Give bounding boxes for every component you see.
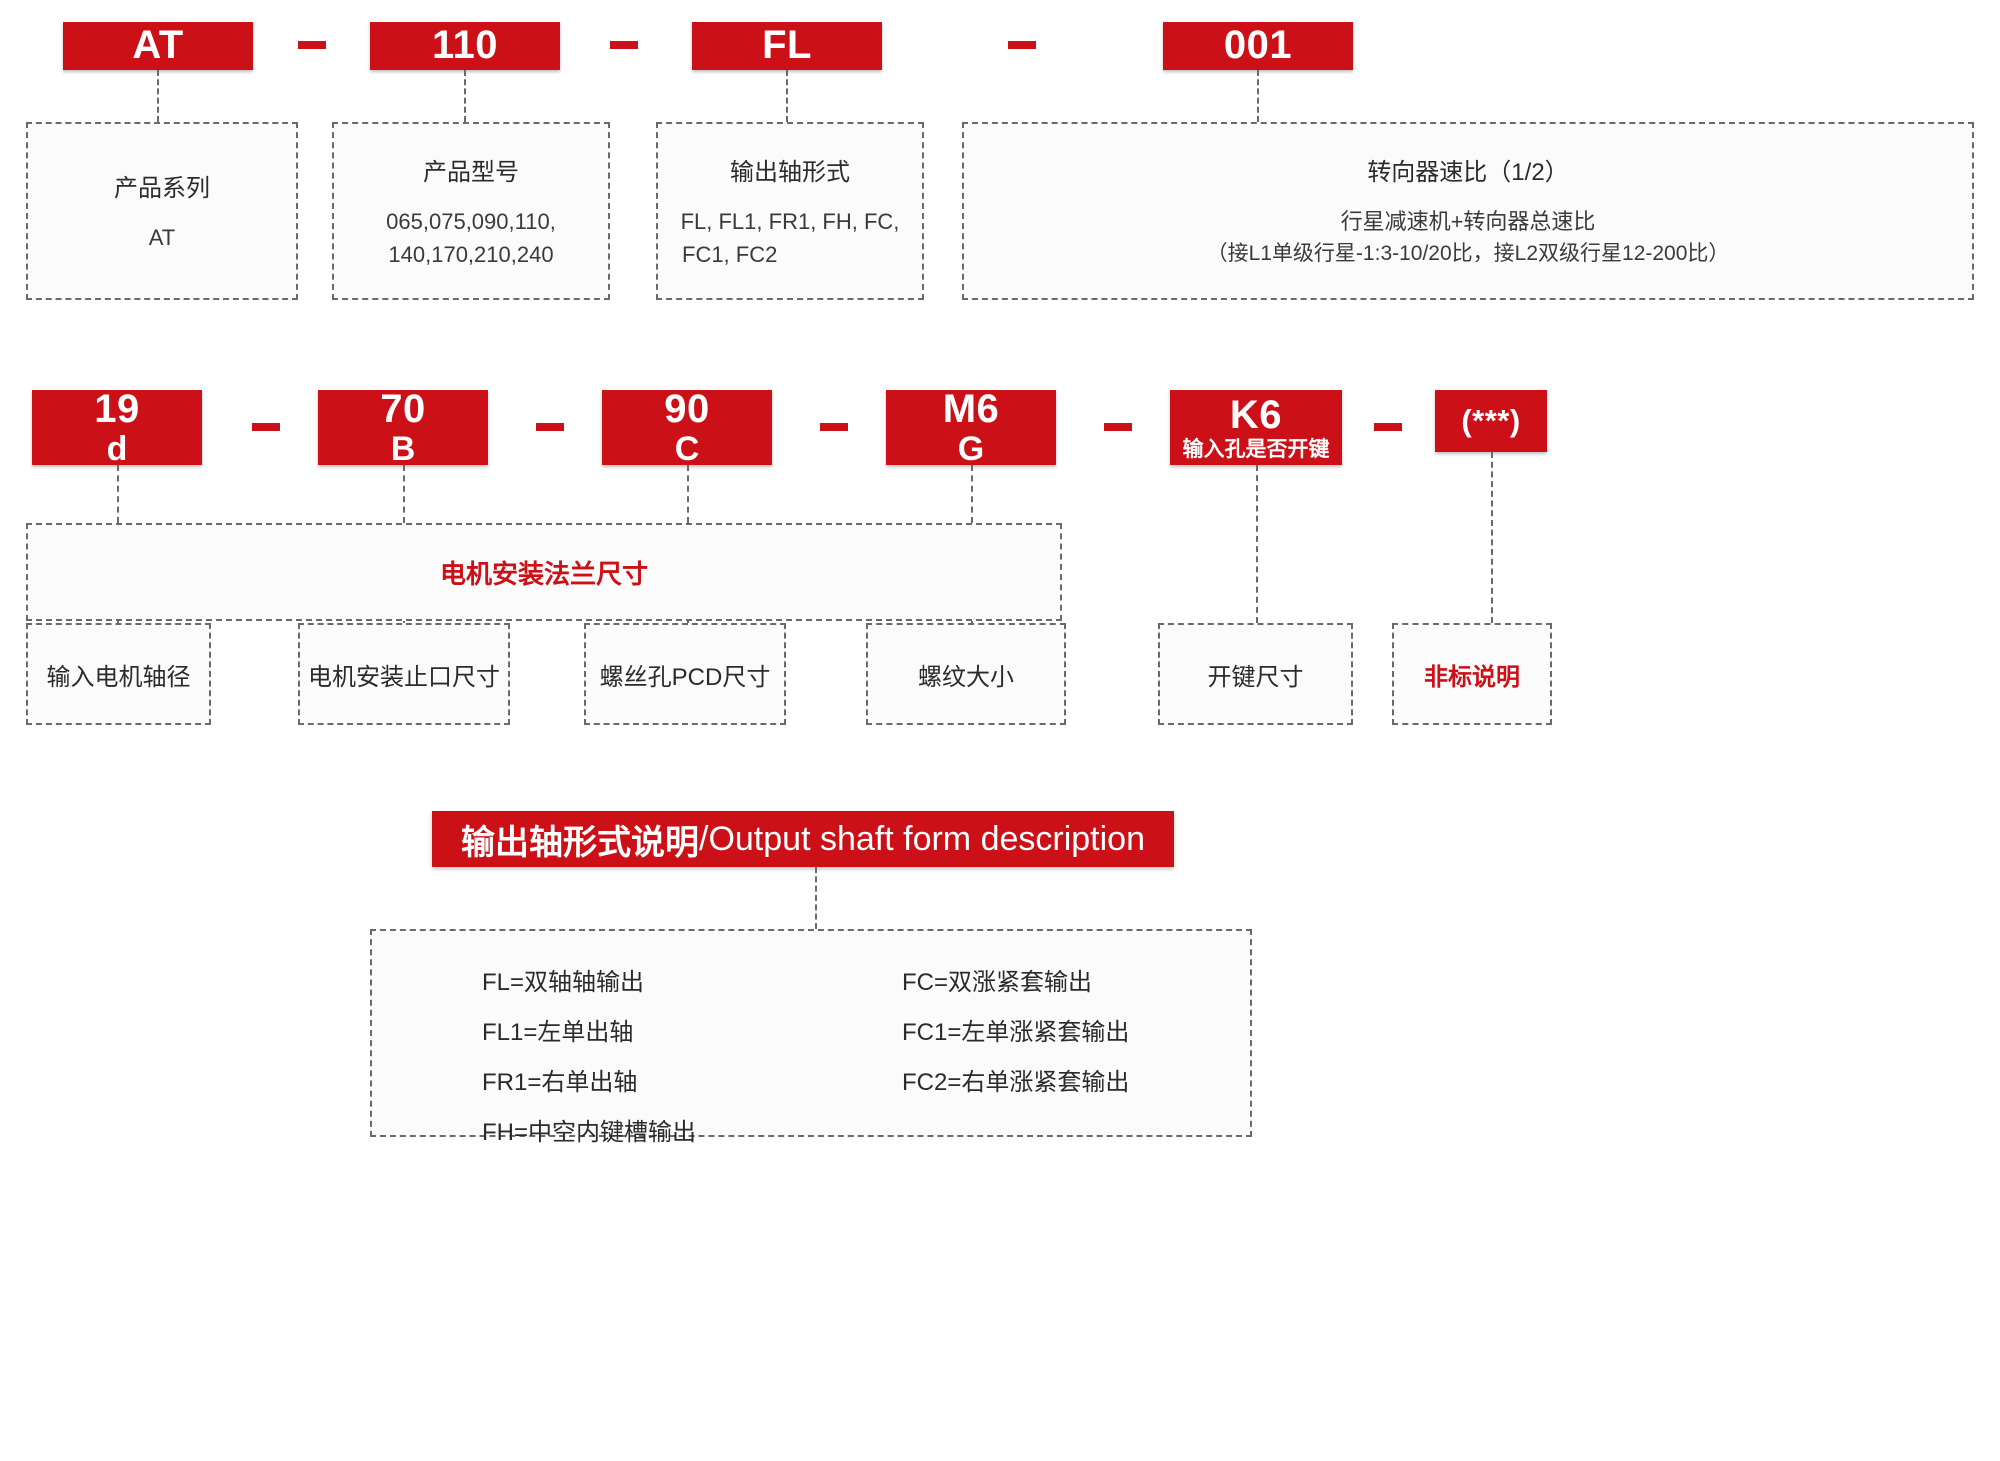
- desc-box-shaft-form: 输出轴形式 FL, FL1, FR1, FH, FC, FC1, FC2: [656, 122, 924, 300]
- code-chip-pcd-value: 90: [664, 386, 710, 431]
- connector-nonstandard: [1491, 452, 1493, 623]
- separator-dash-2: [610, 41, 638, 49]
- flange-dimension-bracket: 电机安装法兰尺寸: [26, 523, 1062, 621]
- desc-box-shaft-form-title: 输出轴形式: [730, 158, 850, 186]
- code-chip-keyway-note: 输入孔是否开键: [1182, 437, 1330, 461]
- label-box-shaft-dia-text: 输入电机轴径: [46, 663, 191, 691]
- desc-box-ratio: 转向器速比（1/2） 行星减速机+转向器总速比 （接L1单级行星-1:3-10/…: [962, 122, 1974, 300]
- connector-ratio: [1257, 70, 1259, 122]
- connector-shaft-dia: [117, 465, 119, 523]
- label-box-thread: 螺纹大小: [866, 623, 1066, 725]
- code-chip-pcd-code: C: [674, 429, 700, 468]
- label-box-thread-text: 螺纹大小: [918, 663, 1014, 691]
- connector-keyway: [1256, 465, 1258, 623]
- legend-item: FC2=右单涨紧套输出: [902, 1069, 1130, 1096]
- output-shaft-banner-title-en: /Output shaft form description: [699, 819, 1145, 858]
- connector-banner-legend: [815, 867, 817, 929]
- legend-column-right: FC=双涨紧套输出 FC1=左单涨紧套输出 FC2=右单涨紧套输出: [902, 971, 1129, 1105]
- desc-box-series-title: 产品系列: [114, 175, 210, 202]
- label-box-pcd: 螺丝孔PCD尺寸: [584, 623, 786, 725]
- code-chip-spigot[interactable]: 70 B: [318, 386, 488, 468]
- desc-box-series-value: AT: [148, 225, 176, 250]
- code-chip-model-label: 110: [431, 23, 499, 68]
- desc-box-series: 产品系列 AT: [26, 122, 298, 300]
- code-chip-shaft-dia[interactable]: 19 d: [32, 386, 202, 468]
- flange-dimension-label: 电机安装法兰尺寸: [439, 558, 648, 589]
- separator-dash-3: [1008, 41, 1036, 49]
- separator-dash-5: [536, 423, 564, 431]
- connector-series: [157, 70, 159, 122]
- code-chip-thread-code: G: [957, 429, 985, 468]
- output-shaft-banner-title-cn: 输出轴形式说明: [461, 823, 699, 862]
- code-chip-pcd[interactable]: 90 C: [602, 386, 772, 468]
- legend-item: FR1=右单出轴: [482, 1069, 638, 1096]
- label-box-nonstandard: 非标说明: [1392, 623, 1552, 725]
- connector-thread: [971, 465, 973, 523]
- code-chip-shaft-form-label: FL: [762, 23, 812, 68]
- desc-box-ratio-title: 转向器速比（1/2）: [1367, 159, 1569, 187]
- code-chip-thread-value: M6: [942, 386, 1000, 431]
- desc-box-shaft-form-value-2: FC1, FC2: [682, 241, 778, 267]
- desc-box-model-value-1: 065,075,090,110,: [386, 208, 556, 234]
- code-chip-keyway[interactable]: K6 输入孔是否开键: [1170, 390, 1342, 465]
- code-chip-thread[interactable]: M6 G: [886, 386, 1056, 468]
- code-chip-series-label: AT: [132, 23, 184, 68]
- desc-box-shaft-form-value-1: FL, FL1, FR1, FH, FC,: [680, 208, 900, 234]
- desc-box-model-value-2: 140,170,210,240: [388, 241, 554, 267]
- legend-item: FL1=左单出轴: [482, 1019, 634, 1046]
- code-chip-shaft-form[interactable]: FL: [692, 22, 882, 70]
- code-chip-nonstandard-value: (***): [1461, 403, 1521, 439]
- code-chip-model[interactable]: 110: [370, 22, 560, 70]
- code-chip-nonstandard[interactable]: (***): [1435, 390, 1547, 452]
- connector-pcd: [687, 465, 689, 523]
- legend-item: FC=双涨紧套输出: [902, 969, 1093, 996]
- connector-shaft-form: [786, 70, 788, 122]
- connector-model: [464, 70, 466, 122]
- label-box-keyway: 开键尺寸: [1158, 623, 1353, 725]
- legend-column-left: FL=双轴轴输出 FL1=左单出轴 FR1=右单出轴 FH=中空内键槽输出: [482, 969, 902, 1145]
- label-box-spigot-text: 电机安装止口尺寸: [308, 663, 500, 691]
- code-chip-spigot-code: B: [390, 429, 416, 468]
- desc-box-ratio-value-2: （接L1单级行星-1:3-10/20比，接L2双级行星12-200比）: [1206, 242, 1730, 266]
- label-box-pcd-text: 螺丝孔PCD尺寸: [599, 663, 771, 691]
- code-chip-series[interactable]: AT: [63, 22, 253, 70]
- separator-dash-8: [1374, 423, 1402, 431]
- connector-spigot: [403, 465, 405, 523]
- legend-item: FH=中空内键槽输出: [482, 1119, 697, 1146]
- output-shaft-legend-box: FL=双轴轴输出 FL1=左单出轴 FR1=右单出轴 FH=中空内键槽输出 FC…: [370, 929, 1252, 1145]
- label-box-nonstandard-text: 非标说明: [1424, 663, 1520, 691]
- desc-box-model-title: 产品型号: [423, 158, 519, 186]
- separator-dash-4: [252, 423, 280, 431]
- legend-item: FC1=左单涨紧套输出: [902, 1019, 1130, 1046]
- label-box-shaft-dia: 输入电机轴径: [26, 623, 211, 725]
- code-chip-shaft-dia-code: d: [106, 429, 128, 468]
- label-box-keyway-text: 开键尺寸: [1207, 663, 1304, 691]
- legend-item: FL=双轴轴输出: [482, 969, 645, 996]
- code-chip-shaft-dia-value: 19: [94, 386, 140, 431]
- separator-dash-1: [298, 41, 326, 49]
- desc-box-model: 产品型号 065,075,090,110, 140,170,210,240: [332, 122, 610, 300]
- desc-box-ratio-value-1: 行星减速机+转向器总速比: [1340, 209, 1596, 235]
- output-shaft-banner: 输出轴形式说明/Output shaft form description: [432, 811, 1174, 867]
- separator-dash-7: [1104, 423, 1132, 431]
- code-chip-spigot-value: 70: [380, 386, 426, 431]
- label-box-spigot: 电机安装止口尺寸: [298, 623, 510, 725]
- code-chip-ratio[interactable]: 001: [1163, 22, 1353, 70]
- code-chip-ratio-label: 001: [1223, 23, 1293, 68]
- separator-dash-6: [820, 423, 848, 431]
- code-chip-keyway-value: K6: [1229, 392, 1283, 437]
